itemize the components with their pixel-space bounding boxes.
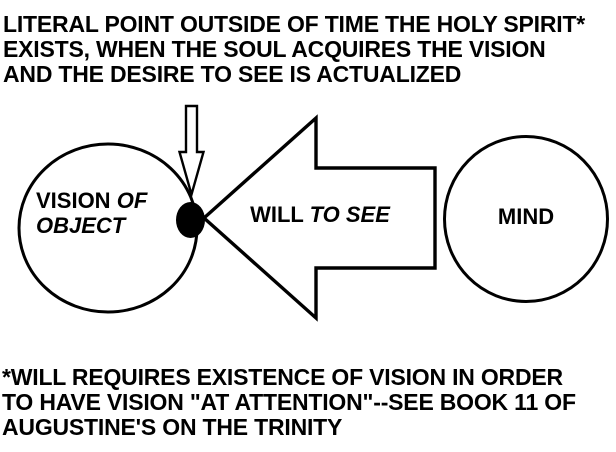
header-line-3: AND THE DESIRE TO SEE IS ACTUALIZED: [3, 61, 462, 87]
mind-circle: [443, 135, 609, 303]
footnote-text: *WILL REQUIRES EXISTENCE OF VISION IN OR…: [2, 365, 576, 440]
of-word: OF: [116, 188, 148, 213]
will-word: WILL: [250, 202, 304, 227]
header-text: LITERAL POINT OUTSIDE OF TIME THE HOLY S…: [3, 12, 585, 87]
vision-word: VISION: [36, 188, 111, 213]
header-line-1: LITERAL POINT OUTSIDE OF TIME THE HOLY S…: [3, 11, 586, 37]
to-see-words: TO SEE: [309, 202, 390, 227]
junction-dot-icon: [176, 202, 205, 238]
mind-label: MIND: [426, 203, 616, 231]
mind-word: MIND: [497, 204, 555, 229]
will-to-see-label: WILL TO SEE: [200, 201, 440, 229]
object-word: OBJECT: [36, 212, 126, 238]
left-block-arrow-icon: [201, 114, 437, 322]
footnote-line-2: TO HAVE VISION "AT ATTENTION"--SEE BOOK …: [2, 389, 576, 415]
footnote-line-3: AUGUSTINE'S ON THE TRINITY: [2, 414, 343, 440]
header-line-2: EXISTS, WHEN THE SOUL ACQUIRES THE VISIO…: [3, 36, 546, 62]
vision-of-object-label: VISION OF OBJECT: [36, 188, 148, 238]
footnote-line-1: *WILL REQUIRES EXISTENCE OF VISION IN OR…: [2, 364, 563, 390]
down-arrow-icon: [177, 104, 206, 199]
